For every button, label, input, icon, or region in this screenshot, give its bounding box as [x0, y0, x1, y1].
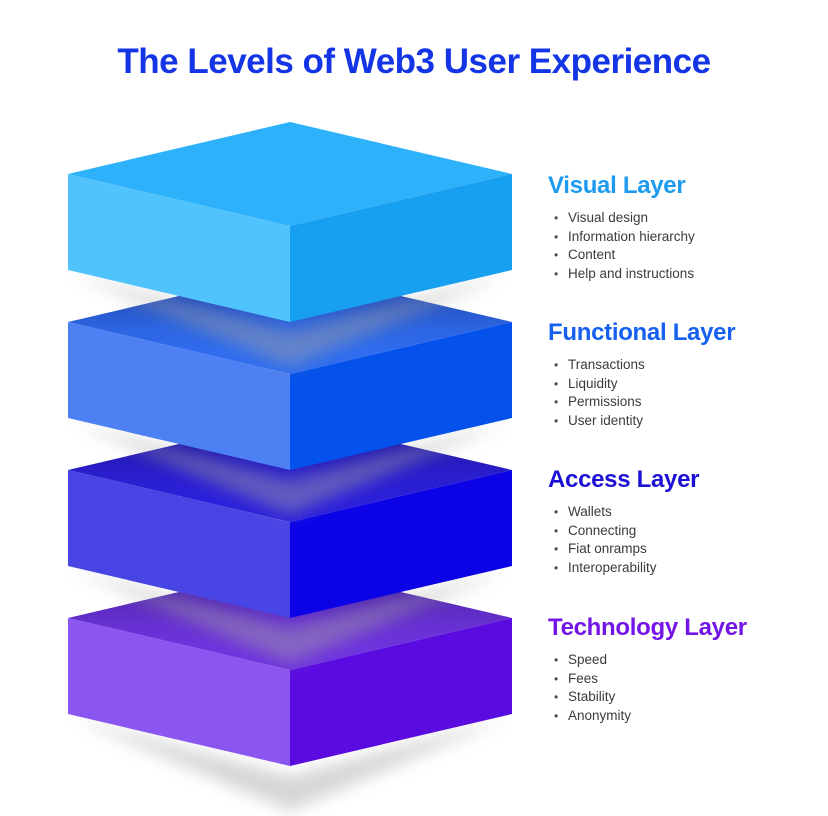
functional-box-left-face [68, 322, 290, 470]
list-item: Stability [548, 688, 823, 707]
layer-info-functional: Functional Layer Transactions Liquidity … [548, 319, 823, 430]
list-item: Liquidity [548, 375, 823, 394]
list-item: Wallets [548, 503, 823, 522]
bullet-dot [554, 540, 568, 559]
page-title: The Levels of Web3 User Experience [117, 42, 711, 81]
layers-diagram [68, 122, 512, 811]
list-item: Help and instructions [548, 265, 823, 284]
functional-box-shadow [72, 422, 508, 515]
bullet-dot [554, 503, 568, 522]
list-item: Fees [548, 670, 823, 689]
visual-box-left-face [68, 174, 290, 322]
access-box-shadow [72, 570, 508, 663]
list-item: User identity [548, 412, 823, 431]
bullet-dot [554, 522, 568, 541]
bullet-text: Stability [568, 689, 616, 704]
visual-box-shadow [72, 274, 508, 367]
layer-info-technology: Technology Layer Speed Fees Stability An… [548, 614, 823, 725]
bullet-text: Fiat onramps [568, 541, 647, 556]
layer-info-access: Access Layer Wallets Connecting Fiat onr… [548, 466, 823, 577]
bullet-text: Help and instructions [568, 265, 695, 281]
access-box-right-face [290, 470, 512, 618]
bullet-text: Speed [568, 652, 608, 667]
bullet-text: Liquidity [568, 375, 618, 391]
bullet-text: Transactions [568, 357, 645, 372]
technology-box-shadow [72, 718, 508, 811]
bullet-text: Connecting [568, 522, 637, 538]
bullet-text: Interoperability [568, 559, 657, 575]
list-item: Interoperability [548, 559, 823, 578]
bullet-dot [554, 228, 568, 247]
functional-box-right-face [290, 322, 512, 470]
bullet-dot [554, 651, 568, 670]
list-item: Permissions [548, 393, 823, 412]
bullet-text: Anonymity [568, 707, 632, 723]
list-item: Anonymity [548, 707, 823, 726]
bullet-text: Information hierarchy [568, 228, 695, 244]
list-item: Visual design [548, 209, 823, 228]
list-item: Information hierarchy [548, 228, 823, 247]
access-box-left-face [68, 470, 290, 618]
list-item: Content [548, 246, 823, 265]
bullet-dot [554, 707, 568, 726]
technology-box-right-face [290, 618, 512, 766]
bullet-dot [554, 393, 568, 412]
bullet-dot [554, 209, 568, 228]
layer-heading-visual: Visual Layer [548, 172, 686, 199]
list-item: Transactions [548, 356, 823, 375]
bullet-text: Wallets [568, 504, 612, 519]
bullet-dot [554, 356, 568, 375]
bullet-dot [554, 559, 568, 578]
layer-info-visual: Visual Layer Visual design Information h… [548, 172, 823, 283]
list-item: Connecting [548, 522, 823, 541]
bullet-text: Fees [568, 670, 599, 686]
bullet-dot [554, 688, 568, 707]
bullet-dot [554, 412, 568, 431]
bullet-dot [554, 265, 568, 284]
technology-box-left-face [68, 618, 290, 766]
layer-box-visual [68, 122, 512, 322]
bullet-dot [554, 375, 568, 394]
layer-heading-access: Access Layer [548, 466, 700, 493]
visual-box-right-face [290, 174, 512, 322]
layer-heading-functional: Functional Layer [548, 319, 736, 346]
list-item: Speed [548, 651, 823, 670]
bullet-text: User identity [568, 412, 644, 428]
bullet-dot [554, 246, 568, 265]
layer-heading-technology: Technology Layer [548, 614, 747, 641]
bullet-dot [554, 670, 568, 689]
list-item: Fiat onramps [548, 540, 823, 559]
bullet-text: Visual design [568, 210, 649, 225]
bullet-text: Content [568, 247, 616, 262]
bullet-text: Permissions [568, 394, 642, 409]
